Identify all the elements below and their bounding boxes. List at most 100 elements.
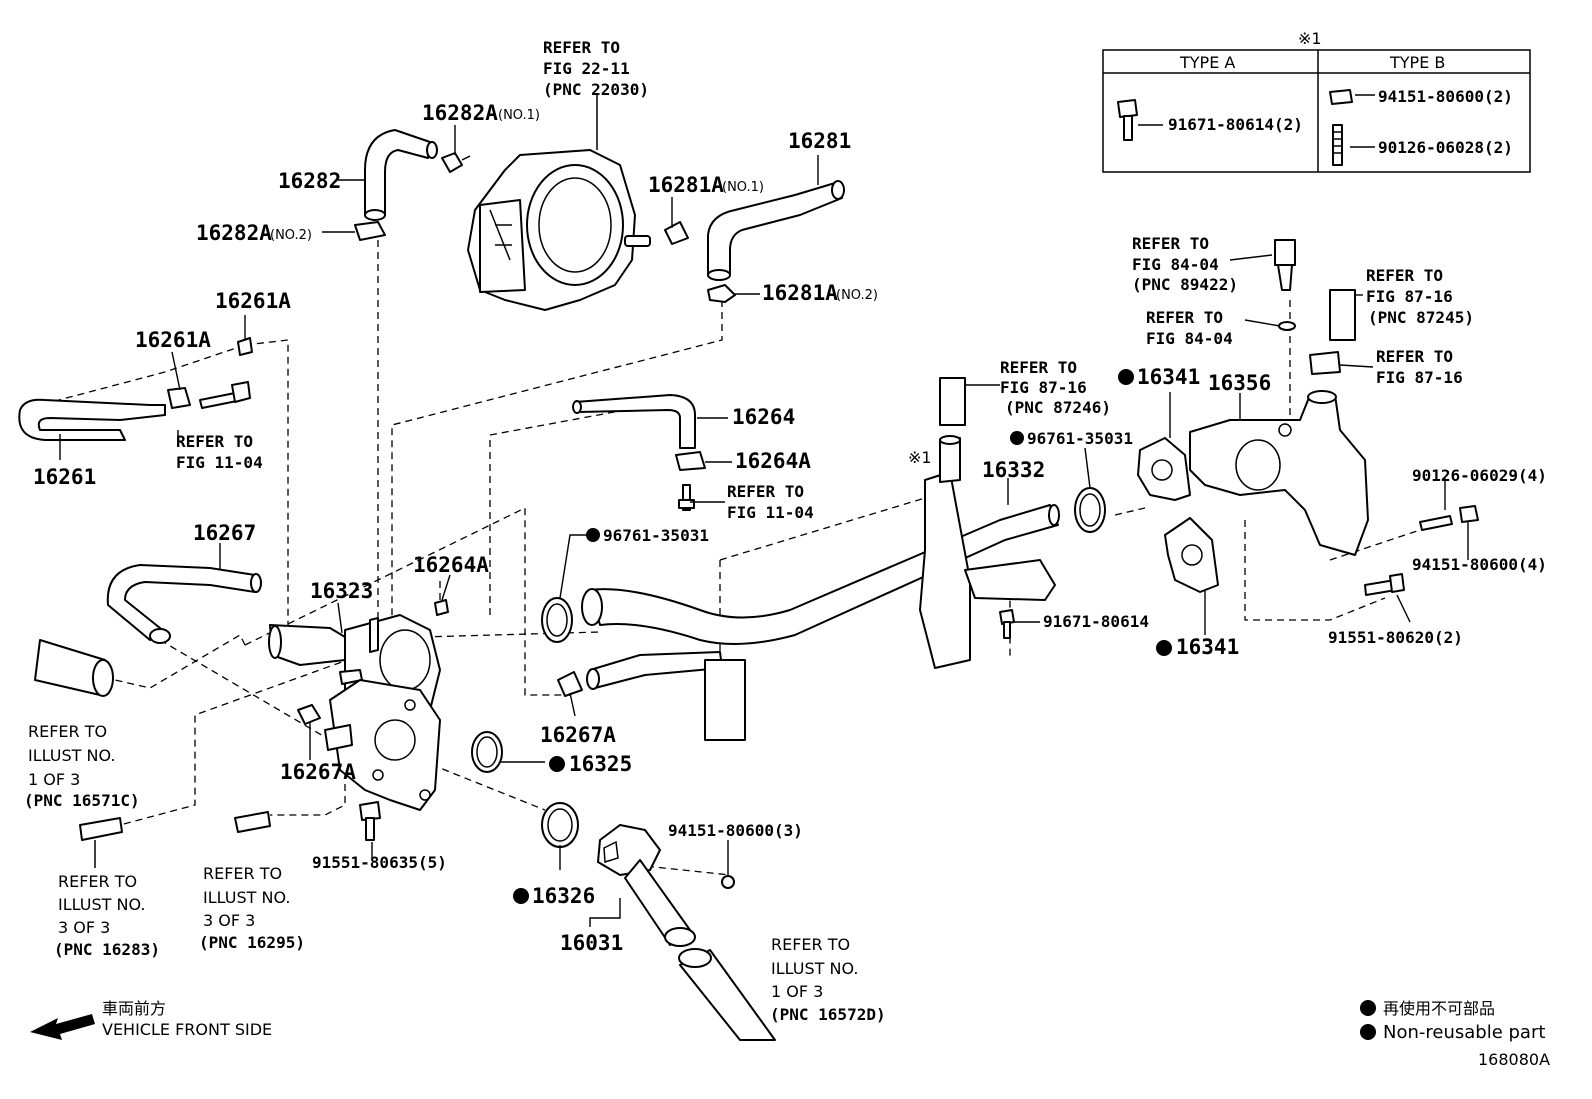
hose-16264 <box>572 394 696 449</box>
ref-fig8716-mid-3: (PNC 87246) <box>1005 398 1111 417</box>
bolt-91671-80614 <box>999 609 1015 639</box>
ref-fig1104b-1: REFER TO <box>727 482 804 501</box>
label-16282: 16282 <box>278 169 341 193</box>
table-part-b2: 90126-06028(2) <box>1378 138 1513 157</box>
label-16341-bottom: 16341 <box>1176 635 1239 659</box>
ref-hose-left <box>34 639 114 697</box>
ref-illust-left-3: 1 OF 3 <box>28 770 80 789</box>
front-label-jp: 車両前方 <box>102 999 166 1018</box>
table-part-b1: 94151-80600(2) <box>1378 87 1513 106</box>
nut-94151-80600-4 <box>1459 505 1479 523</box>
label-16281a-no2: 16281A <box>762 281 838 305</box>
ref-fig8716b-2: FIG 87-16 <box>1376 368 1463 387</box>
label-91551-80620: 91551-80620(2) <box>1328 628 1463 647</box>
ref-illust-left-2: ILLUST NO. <box>28 746 115 765</box>
clamp-16282a-no1 <box>441 152 471 173</box>
clamp-16281a-no1 <box>664 221 689 245</box>
nut-type-b-icon <box>1329 89 1353 105</box>
nonreusable-dot-16326 <box>513 888 529 904</box>
gasket-16325 <box>471 731 503 773</box>
mark-note-mid: ※1 <box>908 448 932 467</box>
water-outlet-cover <box>324 679 441 811</box>
leader-lines <box>59 94 1469 927</box>
ref-illust-16295-2: ILLUST NO. <box>203 888 290 907</box>
figure-id: 168080A <box>1478 1050 1550 1069</box>
stud-type-b-icon <box>1332 124 1343 166</box>
hose-16282 <box>364 129 438 221</box>
label-90126-06029: 90126-06029(4) <box>1412 466 1547 485</box>
ref-fig8404a-2: FIG 84-04 <box>1132 255 1219 274</box>
legend: 再使用不可部品 Non-reusable part 168080A <box>1360 999 1550 1069</box>
label-16332: 16332 <box>982 458 1045 482</box>
ref-illust-16295-1: REFER TO <box>203 864 282 883</box>
table-mark: ※1 <box>1298 29 1322 48</box>
clamp-16267a-lower <box>297 704 321 725</box>
label-16264: 16264 <box>732 405 795 429</box>
legend-label-en: Non-reusable part <box>1383 1022 1545 1043</box>
ref-fig8404a-1: REFER TO <box>1132 234 1209 253</box>
thermostat-16031 <box>597 824 696 947</box>
gasket-96761-right <box>1074 487 1106 533</box>
label-96761-b: 96761-35031 <box>603 526 709 545</box>
ref-throttle-2: FIG 22-11 <box>543 59 630 78</box>
reference-notes: REFER TO FIG 22-11 (PNC 22030) REFER TO … <box>24 38 1474 1024</box>
label-16261a-top: 16261A <box>215 289 291 313</box>
label-16281a-no1-sub: (NO.1) <box>722 180 764 195</box>
ref-illust-bottom-4: (PNC 16572D) <box>770 1005 886 1024</box>
ref-illust-16283-3: 3 OF 3 <box>58 918 110 937</box>
ref-illust-bottom-2: ILLUST NO. <box>771 959 858 978</box>
gasket-96761-left <box>541 597 573 643</box>
gasket-16341-lower <box>1164 517 1219 593</box>
bolt-91551-80620 <box>1364 573 1405 596</box>
label-16261: 16261 <box>33 465 96 489</box>
temperature-sensor <box>1274 239 1296 331</box>
label-91551-80635: 91551-80635(5) <box>312 853 447 872</box>
label-16281: 16281 <box>788 129 851 153</box>
label-16356: 16356 <box>1208 371 1271 395</box>
gasket-16326 <box>541 802 579 848</box>
legend-dot-en <box>1360 1024 1376 1040</box>
ref-fig8404a-3: (PNC 89422) <box>1132 275 1238 294</box>
throttle-body <box>467 95 651 311</box>
label-16267a-mid: 16267A <box>540 723 616 747</box>
ref-throttle-3: (PNC 22030) <box>543 80 649 99</box>
hose-16267 <box>106 564 262 644</box>
label-16325: 16325 <box>569 752 632 776</box>
pipe-bracket <box>704 377 1056 741</box>
nonreusable-dot-96761-a <box>1010 431 1024 445</box>
ref-fig1104a-1: REFER TO <box>176 432 253 451</box>
ref-illust-left-1: REFER TO <box>28 722 107 741</box>
label-16282a-no2: 16282A <box>196 221 272 245</box>
ref-throttle-1: REFER TO <box>543 38 620 57</box>
legend-label-jp: 再使用不可部品 <box>1383 999 1495 1018</box>
label-16326: 16326 <box>532 884 595 908</box>
ref-illust-16283-1: REFER TO <box>58 872 137 891</box>
ref-illust-16295-3: 3 OF 3 <box>203 911 255 930</box>
ref-hose-16572d <box>678 948 776 1041</box>
label-16264a-right: 16264A <box>735 449 811 473</box>
label-16261a-left: 16261A <box>135 328 211 352</box>
type-table: ※1 TYPE A TYPE B 91671-80614(2) 94151-80… <box>1102 29 1531 173</box>
ref-illust-bottom-1: REFER TO <box>771 935 850 954</box>
label-16031: 16031 <box>560 931 623 955</box>
ref-fig8716b-1: REFER TO <box>1376 347 1453 366</box>
label-16281a-no1: 16281A <box>648 173 724 197</box>
table-col-type-a: TYPE A <box>1179 53 1235 72</box>
clamp-16264a-lower <box>434 599 449 616</box>
ref-illust-16295-4: (PNC 16295) <box>199 933 305 952</box>
ref-fig8716-mid-1: REFER TO <box>1000 358 1077 377</box>
label-16341-top: 16341 <box>1137 365 1200 389</box>
ref-fig8716a-2: FIG 87-16 <box>1366 287 1453 306</box>
label-94151-80600-3: 94151-80600(3) <box>668 821 803 840</box>
ref-hose-16295 <box>234 811 271 833</box>
part-number-labels: 16282 16282A (NO.1) 16282A (NO.2) 16281 … <box>33 101 1547 955</box>
nonreusable-dot-16325 <box>549 756 565 772</box>
stud-90126-06029 <box>1419 515 1453 531</box>
label-16264a-mid: 16264A <box>413 553 489 577</box>
ref-hose-16283 <box>79 817 123 868</box>
label-16267a-left: 16267A <box>280 760 356 784</box>
label-94151-80600-4: 94151-80600(4) <box>1412 555 1547 574</box>
legend-dot-jp <box>1360 1000 1376 1016</box>
label-16281a-no2-sub: (NO.2) <box>836 288 878 303</box>
table-part-a: 91671-80614(2) <box>1168 115 1303 134</box>
